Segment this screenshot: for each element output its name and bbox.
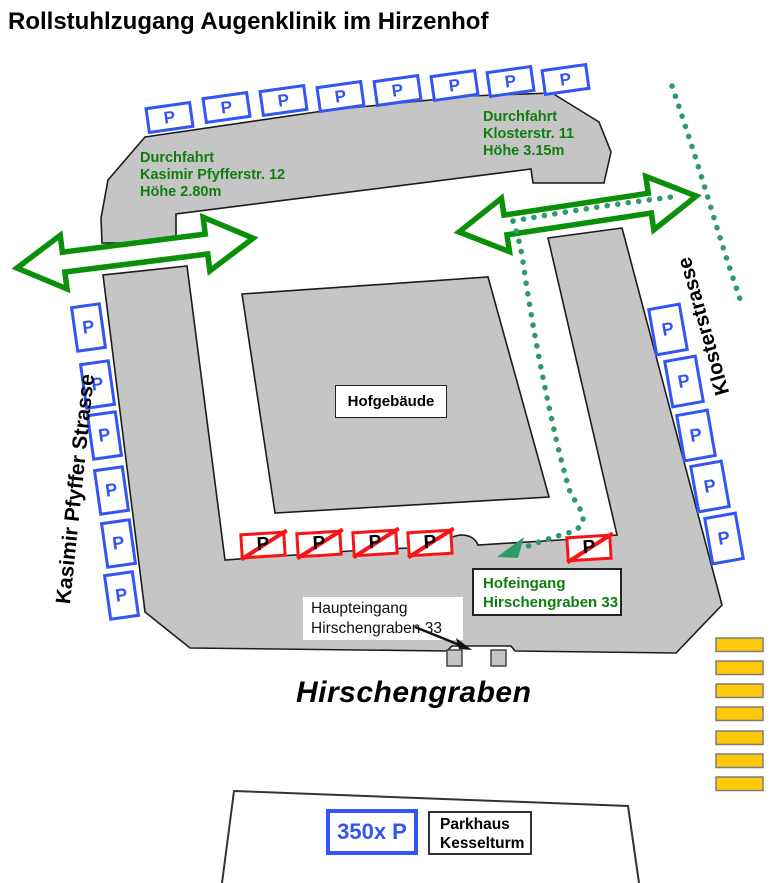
parking-letter: P [276,89,291,111]
crosswalk-stripe [715,637,764,653]
parking-letter: P [104,479,119,501]
parking-letter: P [162,106,177,128]
parking-letter: P [333,85,348,107]
entrance-square [446,649,463,667]
durchfahrt-west-line1: Durchfahrt [140,150,215,166]
parking-letter: P [114,584,129,606]
parking-letter: P [716,527,732,549]
parking-spot-west-5: P [99,518,138,569]
route-dotted-passage [510,193,683,224]
street-hirschengraben: Hirschengraben [296,676,532,709]
haupteingang-line1: Haupteingang [311,600,408,617]
parking-letter: P [111,532,126,554]
parking-spot-west-1: P [69,302,108,353]
hofeingang-label: Hofeingang Hirschengraben 33 [472,568,622,616]
crosswalk-stripe [715,683,764,699]
parkhaus-capacity-text: 350x P [337,819,407,844]
durchfahrt-west-line3: Höhe 2.80m [140,184,222,200]
hofgebaeude-label: Hofgebäude [335,385,447,418]
durchfahrt-east-label: Durchfahrt Klosterstr. 11 Höhe 3.15m [483,109,574,160]
parking-letter: P [81,316,96,338]
durchfahrt-west-label: Durchfahrt Kasimir Pfyfferstr. 12 Höhe 2… [140,150,285,201]
no-parking-spot-4: P [406,526,455,560]
haupteingang-line2: Hirschengraben 33 [311,620,442,637]
parking-letter: P [367,531,382,554]
parking-letter: P [219,96,234,118]
parking-letter: P [422,531,437,554]
crosswalk [715,637,764,792]
parkhaus-name-line1: Parkhaus [440,816,510,833]
parking-spot-west-6: P [102,570,141,621]
parking-letter: P [702,475,718,497]
durchfahrt-east-line3: Höhe 3.15m [483,143,565,159]
durchfahrt-east-line1: Durchfahrt [483,109,558,125]
parking-letter: P [255,533,270,556]
crosswalk-stripe [715,730,764,746]
parking-letter: P [581,536,596,559]
no-parking-spot-5: P [565,531,614,565]
no-parking-spot-3: P [351,526,400,560]
crosswalk-stripe [715,660,764,676]
parking-letter: P [503,70,518,92]
passage-arrow-west-icon [11,212,259,294]
parkhaus-name-line2: Kesselturm [440,835,525,852]
parkhaus-outline [221,789,640,883]
parking-letter: P [97,424,112,446]
durchfahrt-east-line2: Klosterstr. 11 [483,126,575,142]
no-parking-spot-2: P [295,527,344,561]
parking-letter: P [390,79,405,101]
route-arrowhead-icon [497,537,524,558]
parking-letter: P [660,318,676,340]
parking-letter: P [676,370,692,392]
page-title: Rollstuhlzugang Augenklinik im Hirzenhof [8,8,489,35]
route-dotted-klosterstrasse [669,83,744,305]
parking-letter: P [311,532,326,555]
parking-spot-west-4: P [92,465,131,516]
crosswalk-stripe [715,753,764,769]
parkhaus-name-label: Parkhaus Kesselturm [428,811,532,855]
haupteingang-label: Haupteingang Hirschengraben 33 [303,597,463,640]
hofeingang-line2: Hirschengraben 33 [483,594,619,611]
parkhaus-capacity-label: 350x P [326,809,418,855]
crosswalk-stripe [715,776,764,792]
durchfahrt-west-line2: Kasimir Pfyfferstr. 12 [140,167,286,183]
parking-letter: P [447,74,462,96]
parking-letter: P [688,424,704,446]
parking-letter: P [558,68,573,90]
route-dotted-courtyard [510,218,586,551]
crosswalk-stripe [715,706,764,722]
no-parking-spot-1: P [239,528,288,562]
hofeingang-line1: Hofeingang [483,575,566,592]
entrance-square [490,649,507,667]
hofgebaeude-text: Hofgebäude [347,393,435,410]
